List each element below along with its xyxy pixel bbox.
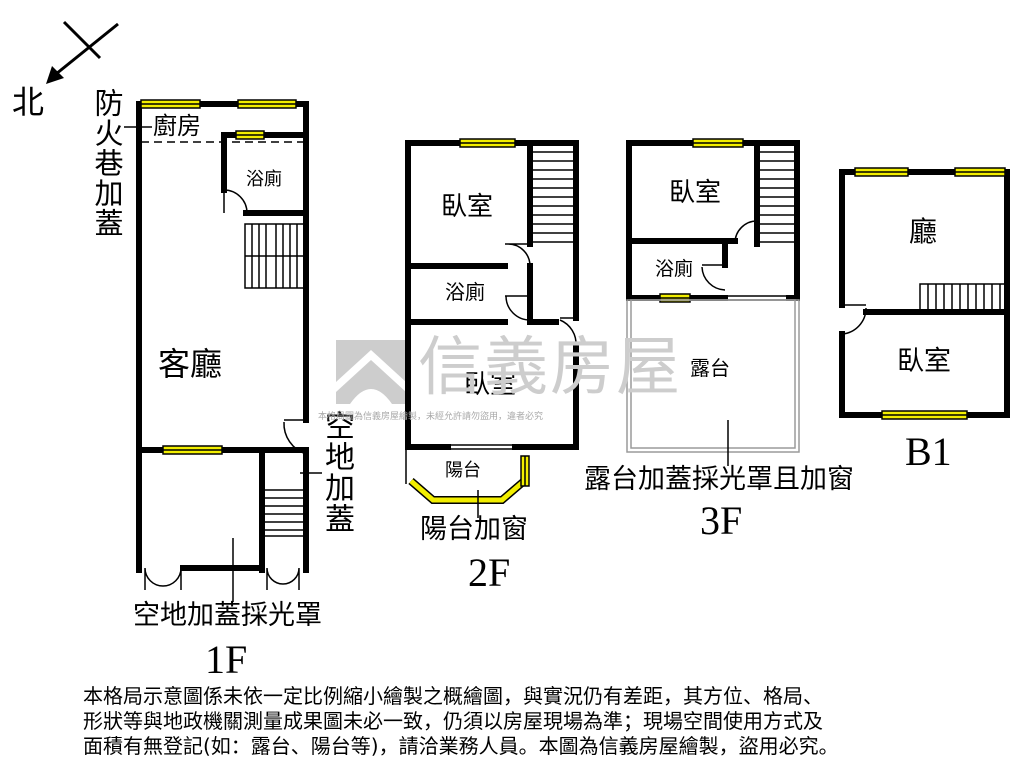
terrace-3f	[626, 299, 800, 466]
disclaimer-line-2: 形狀等與地政機關測量成果圖未必一致，仍須以房屋現場為準；現場空間使用方式及	[83, 709, 823, 733]
living-room-label-1f: 客廳	[158, 345, 223, 383]
bedroom-1-label-2f: 臥室	[441, 192, 494, 222]
leader-lines-1f	[124, 126, 322, 602]
doors-1f	[144, 189, 307, 590]
terrace-label-3f: 露台	[690, 356, 730, 380]
hall-label-b1: 廳	[909, 215, 938, 248]
bathroom-label-2f: 浴廁	[445, 280, 485, 304]
bedroom-2-label-2f: 臥室	[464, 370, 517, 400]
doors-2f	[448, 243, 577, 450]
open-space-label-1f: 空地加蓋	[319, 410, 354, 534]
fire-lane-label: 防火巷加蓋	[90, 88, 124, 238]
disclaimer-line-3: 面積有無登記(如：露台、陽台等)，請洽業務人員。本圖為信義房屋繪製，盜用必究。	[83, 734, 839, 758]
floor-level-1f: 1F	[205, 637, 248, 682]
windows-1f	[140, 99, 297, 455]
north-label: 北	[12, 83, 45, 121]
stairs-3f	[759, 151, 795, 243]
watermark-notice: 本格局圖為信義房屋繪製，未經允許請勿盜用，違者必究	[318, 412, 544, 422]
floor-level-2f: 2F	[468, 550, 511, 595]
floor-level-3f: 3F	[700, 498, 743, 543]
bedroom-label-b1: 臥室	[897, 346, 951, 377]
kitchen-label-1f: 廚房	[153, 112, 201, 140]
floor-level-b1: B1	[905, 429, 952, 474]
balcony-2f	[405, 449, 530, 518]
stairs-b1	[919, 283, 1006, 312]
skylight-label-1f: 空地加蓋採光罩	[133, 600, 322, 631]
bathroom-label-3f: 浴廁	[655, 258, 694, 280]
stairs-1f	[244, 223, 305, 537]
balcony-label-2f: 陽台	[445, 460, 481, 481]
windows-b1	[854, 167, 1006, 420]
windows-3f	[659, 138, 744, 303]
walls-b1	[839, 169, 1010, 418]
stairs-2f	[532, 151, 574, 243]
north-arrow-icon	[46, 20, 119, 84]
bathroom-label-1f: 浴廁	[246, 169, 282, 190]
windows-2f	[459, 138, 516, 148]
bedroom-label-3f: 臥室	[669, 178, 722, 208]
watermark-brand: 信義房屋	[418, 331, 682, 405]
watermark-logo-icon	[336, 340, 406, 404]
disclaimer-line-1: 本格局示意圖係未依一定比例縮小繪製之概繪圖，與實況仍有差距，其方位、格局、	[83, 684, 823, 708]
balcony-note-2f: 陽台加窗	[420, 514, 528, 545]
doors-b1	[841, 304, 867, 335]
terrace-note-3f: 露台加蓋採光罩且加窗	[584, 464, 854, 495]
